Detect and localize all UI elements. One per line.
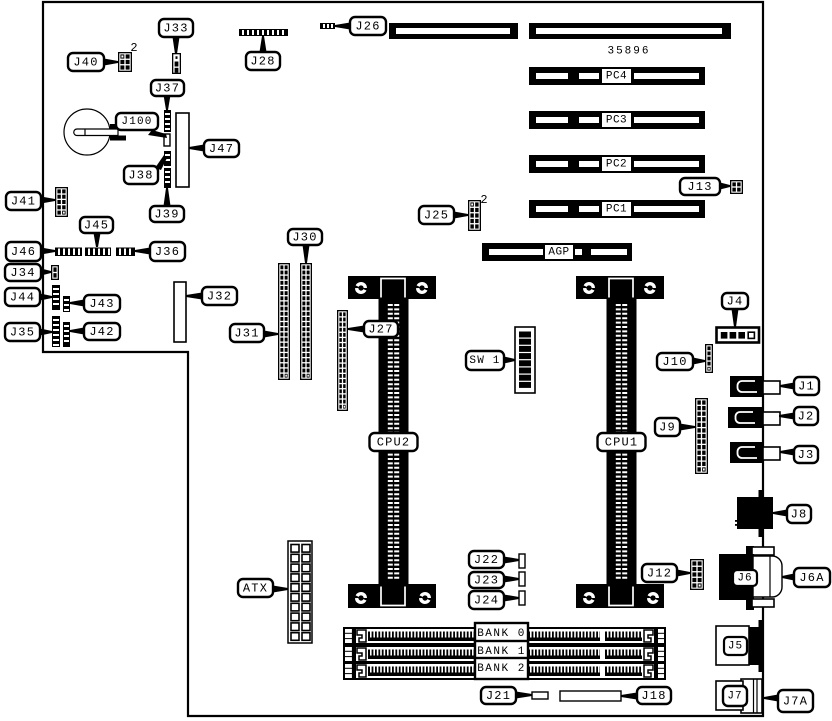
svg-text:PC3: PC3 — [606, 115, 627, 127]
svg-text:J8: J8 — [791, 508, 808, 522]
svg-text:J1: J1 — [798, 380, 815, 394]
svg-text:J22: J22 — [474, 553, 499, 567]
svg-text:J9: J9 — [659, 421, 676, 435]
svg-text:J40: J40 — [73, 56, 98, 70]
svg-text:J10: J10 — [662, 355, 687, 369]
svg-text:J24: J24 — [474, 594, 499, 608]
svg-text:J42: J42 — [89, 325, 114, 339]
svg-text:J7A: J7A — [783, 695, 808, 709]
svg-text:PC1: PC1 — [606, 204, 627, 216]
svg-text:35896: 35896 — [607, 46, 650, 58]
svg-text:BANK 0: BANK 0 — [477, 628, 526, 640]
svg-text:J46: J46 — [11, 245, 36, 259]
svg-text:J2: J2 — [798, 410, 815, 424]
svg-text:J6A: J6A — [799, 571, 824, 585]
svg-text:J45: J45 — [84, 219, 109, 233]
svg-text:PC4: PC4 — [606, 71, 627, 83]
svg-text:J18: J18 — [641, 689, 666, 703]
svg-text:J37: J37 — [155, 82, 180, 96]
svg-text:J43: J43 — [89, 297, 114, 311]
svg-text:J35: J35 — [10, 326, 35, 340]
svg-text:J21: J21 — [486, 689, 511, 703]
svg-text:J100: J100 — [121, 116, 152, 128]
svg-text:J38: J38 — [128, 169, 153, 183]
svg-text:SW 1: SW 1 — [469, 355, 500, 367]
svg-text:ATX: ATX — [243, 582, 268, 596]
svg-text:J25: J25 — [424, 209, 449, 223]
svg-text:CPU1: CPU1 — [605, 436, 639, 450]
svg-text:CPU2: CPU2 — [377, 436, 411, 450]
svg-text:J44: J44 — [10, 291, 35, 305]
svg-text:J31: J31 — [234, 327, 259, 341]
svg-text:J12: J12 — [647, 567, 672, 581]
svg-text:2: 2 — [130, 41, 137, 55]
svg-text:J36: J36 — [155, 245, 180, 259]
svg-text:J39: J39 — [154, 208, 179, 222]
svg-text:J5: J5 — [728, 641, 743, 653]
svg-text:J30: J30 — [292, 231, 317, 245]
svg-text:BANK 1: BANK 1 — [477, 646, 526, 658]
svg-text:J7: J7 — [727, 691, 742, 703]
svg-text:J32: J32 — [207, 290, 232, 304]
svg-text:J13: J13 — [687, 180, 712, 194]
svg-text:PC2: PC2 — [606, 159, 627, 171]
svg-text:J34: J34 — [10, 266, 35, 280]
svg-text:J47: J47 — [209, 142, 234, 156]
svg-text:J41: J41 — [11, 195, 36, 209]
svg-text:J26: J26 — [355, 20, 380, 34]
svg-text:J33: J33 — [163, 22, 188, 36]
svg-text:J23: J23 — [474, 574, 499, 588]
svg-text:AGP: AGP — [548, 247, 569, 259]
svg-text:J27: J27 — [368, 323, 393, 337]
svg-text:BANK 2: BANK 2 — [477, 663, 526, 675]
svg-text:J3: J3 — [798, 448, 815, 462]
svg-text:J4: J4 — [727, 295, 744, 309]
svg-text:J28: J28 — [250, 55, 275, 69]
svg-text:J6: J6 — [737, 573, 752, 585]
svg-text:2: 2 — [480, 193, 487, 207]
